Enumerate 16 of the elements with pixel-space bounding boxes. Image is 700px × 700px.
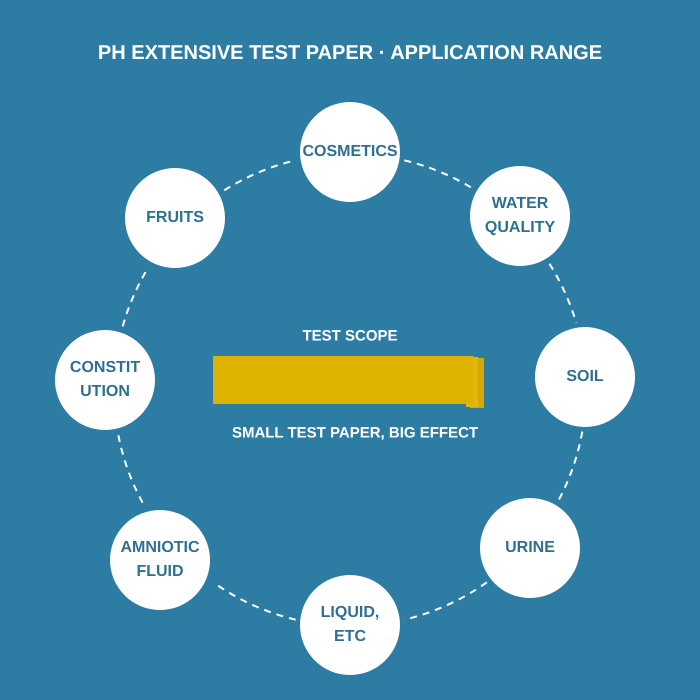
dashed-arc (548, 263, 578, 324)
application-circle: WATER QUALITY (470, 166, 570, 266)
application-circle: FRUITS (125, 168, 225, 268)
application-circle: AMNIOTIC FLUID (110, 510, 210, 610)
page-title: PH EXTENSIVE TEST PAPER · APPLICATION RANGE (96, 42, 604, 65)
dashed-arc (117, 434, 144, 504)
dashed-arc (558, 431, 584, 502)
application-circle: CONSTIT UTION (55, 330, 155, 430)
dashed-arc (404, 159, 472, 189)
application-circle: SOIL (535, 327, 635, 427)
application-circle: URINE (480, 498, 580, 598)
tagline-text: SMALL TEST PAPER, BIG EFFECT (232, 424, 478, 442)
section-label: TEST SCOPE (302, 328, 398, 344)
application-circle: LIQUID, ETC (300, 575, 400, 675)
application-circle: COSMETICS (300, 102, 400, 202)
dashed-arc (404, 581, 488, 621)
